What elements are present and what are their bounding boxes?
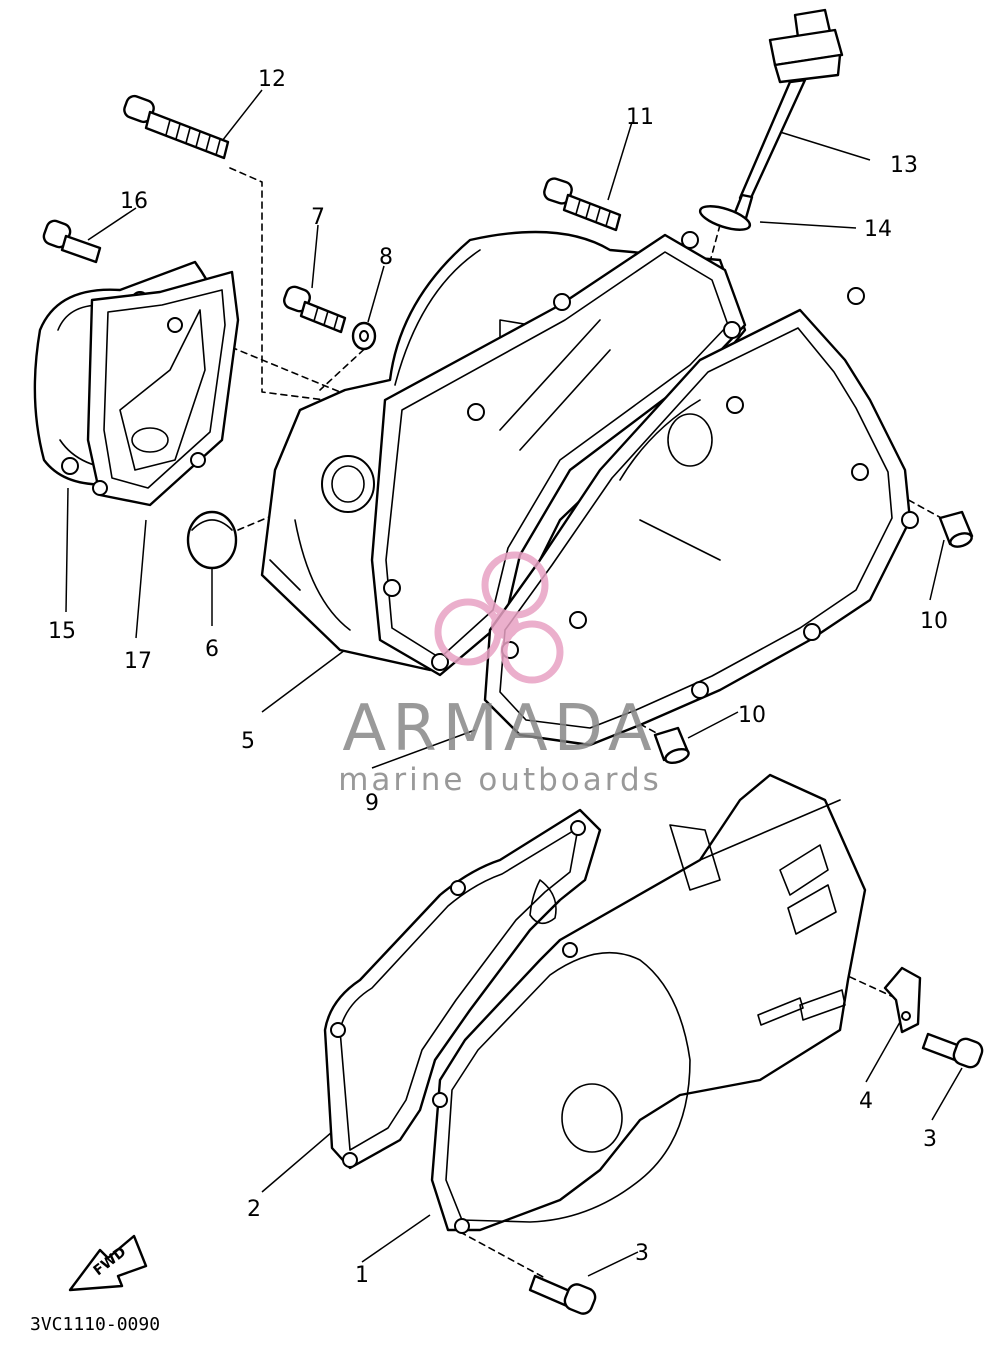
callout-8: 8: [379, 245, 393, 270]
callout-12: 12: [258, 67, 286, 92]
callout-2: 2: [247, 1197, 261, 1222]
gasket-17: [86, 270, 240, 507]
bolt-7: [283, 285, 347, 334]
callout-4: 4: [859, 1089, 873, 1114]
plug-6: [186, 510, 238, 570]
watermark-title: ARMADA: [342, 692, 657, 766]
callout-11: 11: [626, 105, 654, 130]
dowel-10-right: [938, 510, 974, 548]
callout-6: 6: [205, 637, 219, 662]
bolt-3-right: [921, 1032, 984, 1069]
callout-5: 5: [241, 729, 255, 754]
gasket-large: [483, 287, 919, 747]
gasket-9: [370, 231, 747, 677]
washer-8: [351, 321, 377, 351]
callout-labels: 12 11 13 16 7 8 14 15 17 6 10 5 10 9 4 3…: [48, 67, 948, 1288]
callout-17: 17: [124, 649, 152, 674]
watermark-subtitle: marine outboards: [338, 762, 662, 798]
callout-13: 13: [890, 153, 918, 178]
armada-logo-icon: [434, 551, 564, 684]
callout-14: 14: [864, 217, 892, 242]
bolt-16: [42, 219, 102, 264]
dowel-10-bottom: [653, 726, 690, 765]
callout-10-right: 10: [920, 609, 948, 634]
callout-3-right: 3: [923, 1127, 937, 1152]
callout-3-bottom: 3: [635, 1241, 649, 1266]
o-ring-14: [698, 205, 752, 231]
callout-10-bottom: 10: [738, 703, 766, 728]
callout-15: 15: [48, 619, 76, 644]
callout-7: 7: [311, 205, 325, 230]
cover-1: [430, 773, 867, 1234]
callout-9: 9: [365, 791, 379, 816]
bolt-12: [123, 94, 230, 160]
callout-16: 16: [120, 189, 148, 214]
drawing-code: 3VC1110-0090: [30, 1314, 160, 1335]
clamp-4: [883, 966, 922, 1034]
gasket-2: [323, 808, 602, 1170]
watermark: ARMADA marine outboards: [338, 551, 662, 798]
bolt-3-bottom: [528, 1274, 597, 1315]
bolt-11: [543, 177, 622, 232]
fwd-arrow-icon: FWD: [68, 1234, 148, 1292]
callout-1: 1: [355, 1263, 369, 1288]
dipstick-13: [732, 8, 844, 220]
